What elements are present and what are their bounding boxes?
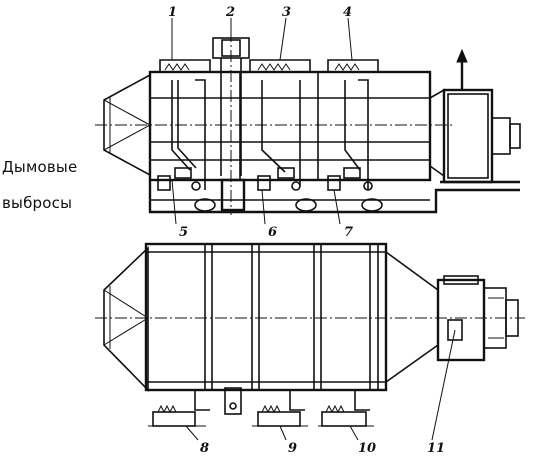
foundation-top [148, 180, 520, 214]
emissions-label-line1: Дымовые [2, 158, 78, 176]
piping-top [171, 79, 373, 191]
callout-4: 4 [343, 5, 352, 20]
callout-11: 11 [427, 441, 445, 456]
outlet-cone-bottom [385, 251, 439, 383]
callout-1: 1 [168, 5, 177, 20]
callout-5: 5 [179, 225, 188, 240]
inlet-cone-bottom [103, 246, 149, 392]
callout-6: 6 [268, 225, 277, 240]
callout-8: 8 [200, 441, 209, 456]
plan-view [95, 242, 525, 427]
pump-units-bottom [148, 387, 374, 427]
callout-9: 9 [288, 441, 297, 456]
lower-equipment-top [157, 167, 383, 212]
main-housing-bottom [144, 242, 388, 392]
callout-10: 10 [358, 441, 376, 456]
main-housing-top [148, 59, 432, 182]
fan-unit-bottom [436, 275, 519, 362]
callout-3: 3 [282, 5, 291, 20]
elevation-view [95, 30, 521, 215]
fan-unit-top [429, 48, 521, 184]
emissions-label-line2: выбросы [2, 194, 73, 212]
callout-2: 2 [225, 5, 235, 20]
callouts: 1 2 3 4 5 6 7 8 9 10 11 [168, 5, 456, 456]
callout-7: 7 [344, 225, 353, 240]
